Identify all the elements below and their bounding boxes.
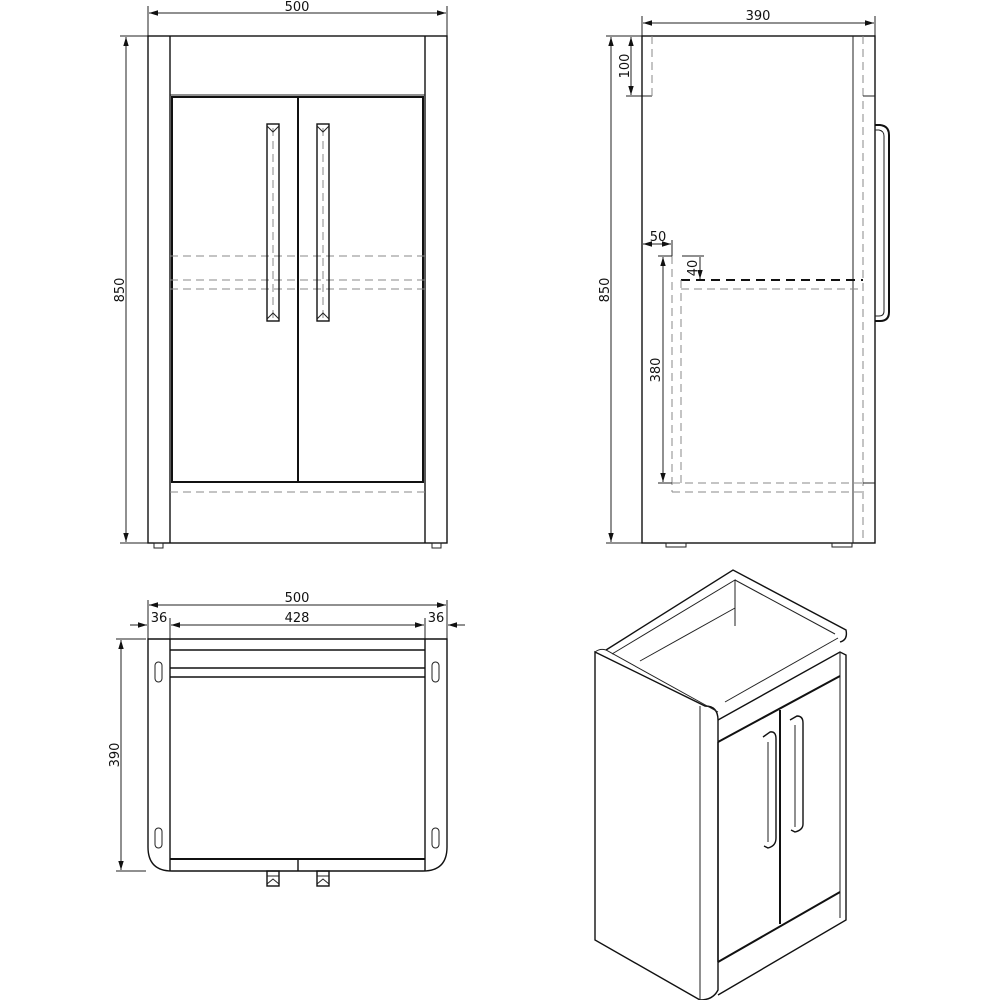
fixing-slot-icon	[431, 661, 440, 683]
fixing-slot-icon	[154, 661, 163, 683]
foot-icon	[153, 542, 164, 549]
plan-view: 500 36 428 36 390	[108, 591, 465, 887]
top-rail-label: 100	[618, 54, 633, 79]
fixing-slot-icon	[154, 827, 163, 849]
foot-icon	[831, 542, 853, 548]
plan-handle-left	[266, 870, 280, 887]
shelf-setback-dimension: 50	[643, 230, 673, 256]
side-view: 390 850 100 50	[598, 9, 890, 548]
inner-width-label: 428	[285, 611, 310, 626]
foot-icon	[665, 542, 687, 548]
front-handle-right	[316, 123, 330, 322]
front-view: 500 850	[113, 0, 448, 549]
side-depth-dimension: 390	[641, 9, 876, 36]
front-width-label: 500	[285, 0, 310, 15]
side-panel-right-label: 36	[428, 611, 445, 626]
shelf-height-label: 380	[649, 358, 664, 383]
side-height-dimension: 850	[598, 35, 642, 544]
iso-handle-left	[762, 731, 777, 849]
fixing-slot-icon	[431, 827, 440, 849]
side-height-label: 850	[598, 278, 613, 303]
plan-panel-dimensions: 36 428 36	[130, 611, 465, 640]
shelf-offset-dimension: 40	[682, 255, 704, 279]
front-height-dimension: 850	[113, 35, 148, 544]
front-width-dimension: 500	[147, 0, 448, 36]
shelf-height-dimension: 380	[649, 255, 672, 484]
front-height-label: 850	[113, 278, 128, 303]
isometric-view	[594, 569, 848, 1000]
side-handle	[875, 124, 890, 322]
side-panel-left-label: 36	[151, 611, 168, 626]
plan-handle-right	[316, 870, 330, 887]
iso-handle-right	[789, 715, 804, 833]
shelf-setback-label: 50	[650, 230, 667, 245]
shelf-offset-label: 40	[686, 260, 701, 277]
side-depth-label: 390	[746, 9, 771, 24]
plan-width-label: 500	[285, 591, 310, 606]
plan-depth-dimension: 390	[108, 638, 146, 872]
foot-icon	[431, 542, 442, 549]
top-rail-dimension: 100	[618, 37, 652, 97]
plan-width-dimension: 500	[147, 591, 448, 640]
plan-depth-label: 390	[108, 743, 123, 768]
front-handle-left	[266, 123, 280, 322]
